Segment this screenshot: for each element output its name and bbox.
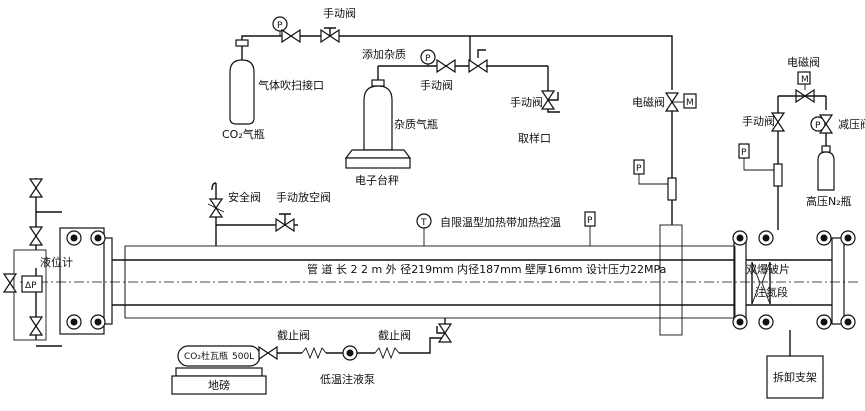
gas-purge-port-label: 气体吹扫接口 <box>258 78 324 92</box>
motor-icon <box>683 93 697 109</box>
co2-bottle-label: CO₂气瓶 <box>222 127 265 141</box>
electronic-scale-label: 电子台秤 <box>355 173 399 187</box>
co2-bottle-icon <box>229 39 255 125</box>
pressure-gauge-icon: P <box>738 143 774 171</box>
manual-vent-valve-label: 手动放空阀 <box>276 190 331 204</box>
motor-icon <box>797 71 811 85</box>
svg-text:P: P <box>425 54 431 64</box>
valve-icon <box>29 226 43 246</box>
top-gas-line <box>262 35 673 90</box>
cryo-pump-label: 低温注液泵 <box>320 372 375 386</box>
high-pressure-n2-label: 高压N₂瓶 <box>806 194 852 208</box>
valve-icon <box>281 29 301 43</box>
svg-text:T: T <box>420 218 427 228</box>
manual-valve-sample-label: 手动阀 <box>510 95 543 109</box>
safety-valve-label: 安全阀 <box>228 190 261 204</box>
pressure-gauge-icon: P <box>633 159 668 185</box>
sampling-port-label: 取样口 <box>518 131 551 145</box>
valve-icon <box>436 59 456 73</box>
solenoid-valve-right-label: 电磁阀 <box>787 55 820 69</box>
sample-branch <box>547 66 560 113</box>
svg-text:P: P <box>587 216 593 226</box>
flange-right-a <box>733 237 747 325</box>
flange-right-b <box>831 237 845 325</box>
pressure-gauge-icon: P <box>584 211 596 246</box>
filter-icon <box>301 346 327 360</box>
valve-icon <box>468 59 488 73</box>
pressure-reducing-valve-label: 减压阀 <box>838 117 865 131</box>
filter-icon <box>773 163 783 187</box>
purge-line <box>241 35 262 40</box>
level-gauge-label: 液位计 <box>40 255 73 269</box>
pressure-gauge-icon: P <box>272 16 288 36</box>
valve-icon <box>29 316 43 336</box>
pressure-gauge-icon: P <box>810 116 826 132</box>
ground-scale-label: 地磅 <box>208 378 230 392</box>
manual-valve-mid-label: 手动阀 <box>420 78 453 92</box>
pump-icon <box>342 345 358 361</box>
svg-text:P: P <box>277 21 283 31</box>
delta-p-box <box>21 275 43 293</box>
svg-text:M: M <box>801 75 809 85</box>
valve-icon <box>29 178 43 198</box>
pressure-gauge-icon: P <box>420 49 436 66</box>
svg-text:P: P <box>636 164 642 174</box>
filter-icon <box>667 177 677 201</box>
manual-valve-right-label: 手动阀 <box>742 114 775 128</box>
heating-tape-label: 自限温型加热带加热控温 <box>440 215 561 229</box>
n2-bottle-icon <box>817 145 835 191</box>
manual-valve-top-label: 手动阀 <box>323 6 356 20</box>
svg-text:M: M <box>686 98 694 108</box>
svg-text:ΔP: ΔP <box>25 281 37 291</box>
co2-tank-label: CO₂杜瓦瓶 <box>184 350 228 362</box>
pipe-spec-label: 管 道 长 2 2 m 外 径219mm 内径187mm 壁厚16mm 设计压力… <box>307 262 666 276</box>
filter-icon <box>374 346 400 360</box>
support-label: 拆卸支架 <box>773 370 817 384</box>
shutoff-valve-2-label: 截止阀 <box>378 328 411 342</box>
impurity-bottle-label: 杂质气瓶 <box>394 117 438 131</box>
shutoff-valve-1-label: 截止阀 <box>277 328 310 342</box>
impurity-bottle-icon <box>344 66 412 169</box>
rupture-disc-icon <box>751 262 771 304</box>
nitrogen-section-label: 注氮段 <box>755 285 788 299</box>
temperature-gauge-icon: T <box>416 213 432 246</box>
support-box <box>766 355 824 399</box>
svg-text:P: P <box>815 121 821 131</box>
double-rupture-disc-label: 双爆破片 <box>746 262 790 276</box>
valve-icon <box>258 346 278 360</box>
pipe-wall <box>112 259 734 306</box>
inlet-port-box <box>659 224 683 336</box>
add-impurity-label: 添加杂质 <box>362 47 406 61</box>
svg-text:P: P <box>741 148 747 158</box>
solenoid-valve-main-label: 电磁阀 <box>632 95 665 109</box>
tank-volume-label: 500L <box>232 352 254 362</box>
